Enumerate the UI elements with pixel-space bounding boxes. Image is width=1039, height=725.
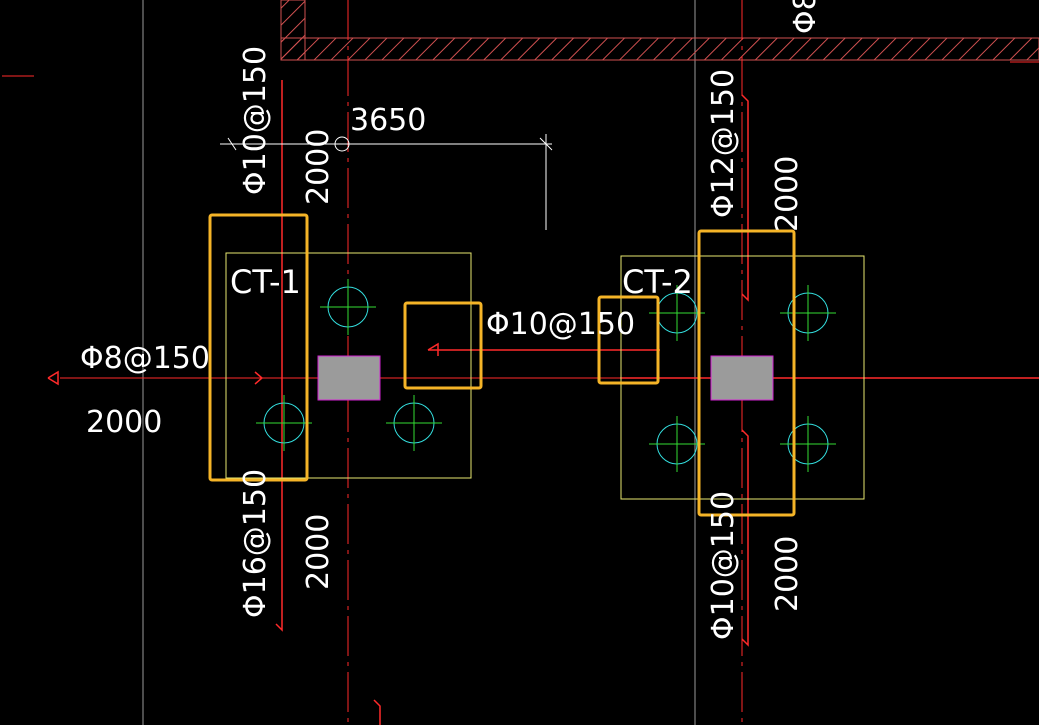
- wall-top: [280, 0, 1039, 61]
- rebar-ct2-bottom: [741, 429, 749, 647]
- dim-label-ct1-left: 2000: [86, 405, 162, 440]
- dim-tick-right2: [539, 137, 553, 151]
- grid-lines: [142, 0, 696, 725]
- rebar-label-ct1-left: Φ8@150: [80, 341, 210, 376]
- pile-cap-ct1: [225, 252, 472, 479]
- highlight-mid-right[interactable]: [597, 295, 660, 385]
- pile-ct2-d: [780, 416, 836, 472]
- rebar-label-mid: Φ10@150: [486, 307, 635, 342]
- rebar-bottom-mark: [373, 699, 381, 725]
- rebar-label-ct2-top: Φ12@150: [706, 69, 741, 218]
- rebar-ct1-left: [47, 370, 59, 386]
- wall-hatch: [280, 37, 1039, 61]
- pile-ct2-c: [649, 416, 705, 472]
- columns: [317, 355, 774, 401]
- column-ct1: [317, 355, 381, 401]
- rebar-label-ct1-top: Φ10@150: [238, 46, 273, 195]
- dim-tick-left: [227, 137, 237, 151]
- rebar-ct2-top: [741, 94, 749, 302]
- dim-label-ct1-bottom: 2000: [301, 514, 336, 590]
- highlight-ct2-center[interactable]: [697, 229, 796, 517]
- wall-hatch-left: [280, 0, 306, 61]
- dim-span-label: 3650: [350, 103, 426, 138]
- pile-ct2-b: [780, 285, 836, 341]
- pile-cap-ct2: [620, 255, 865, 500]
- dim-label-ct1-top: 2000: [301, 129, 336, 205]
- rebar-lines: [47, 80, 1039, 725]
- dim-origin-circle: [334, 136, 350, 152]
- cap-label-ct2: CT-2: [622, 263, 693, 301]
- dimension-span: [220, 134, 553, 230]
- rebar-ct1-left-end: [254, 371, 264, 385]
- rebar-label-ct2-bottom: Φ10@150: [706, 491, 741, 640]
- pile-ct1-a: [320, 279, 376, 335]
- highlight-mid-left[interactable]: [403, 301, 483, 390]
- rebar-mid: [427, 342, 439, 356]
- highlight-ct1-left[interactable]: [208, 213, 309, 482]
- rebar-label-ct1-bottom: Φ16@150: [238, 469, 273, 618]
- column-ct2: [710, 355, 774, 401]
- highlight-boxes: [208, 213, 796, 517]
- pile-ct1-c: [386, 395, 442, 451]
- pile-caps: [225, 252, 865, 500]
- rebar-ct1-bottom: [275, 380, 283, 632]
- dim-label-ct2-top: 2000: [770, 156, 805, 232]
- rebar-label-top-right-partial: Φ8: [788, 0, 823, 34]
- pile-ct1-b: [256, 395, 312, 451]
- labels: CT-1 CT-2 3650 Φ10@150 2000 Φ8@150 2000 …: [80, 0, 823, 640]
- cap-label-ct1: CT-1: [230, 263, 301, 301]
- dim-label-ct2-bottom: 2000: [770, 536, 805, 612]
